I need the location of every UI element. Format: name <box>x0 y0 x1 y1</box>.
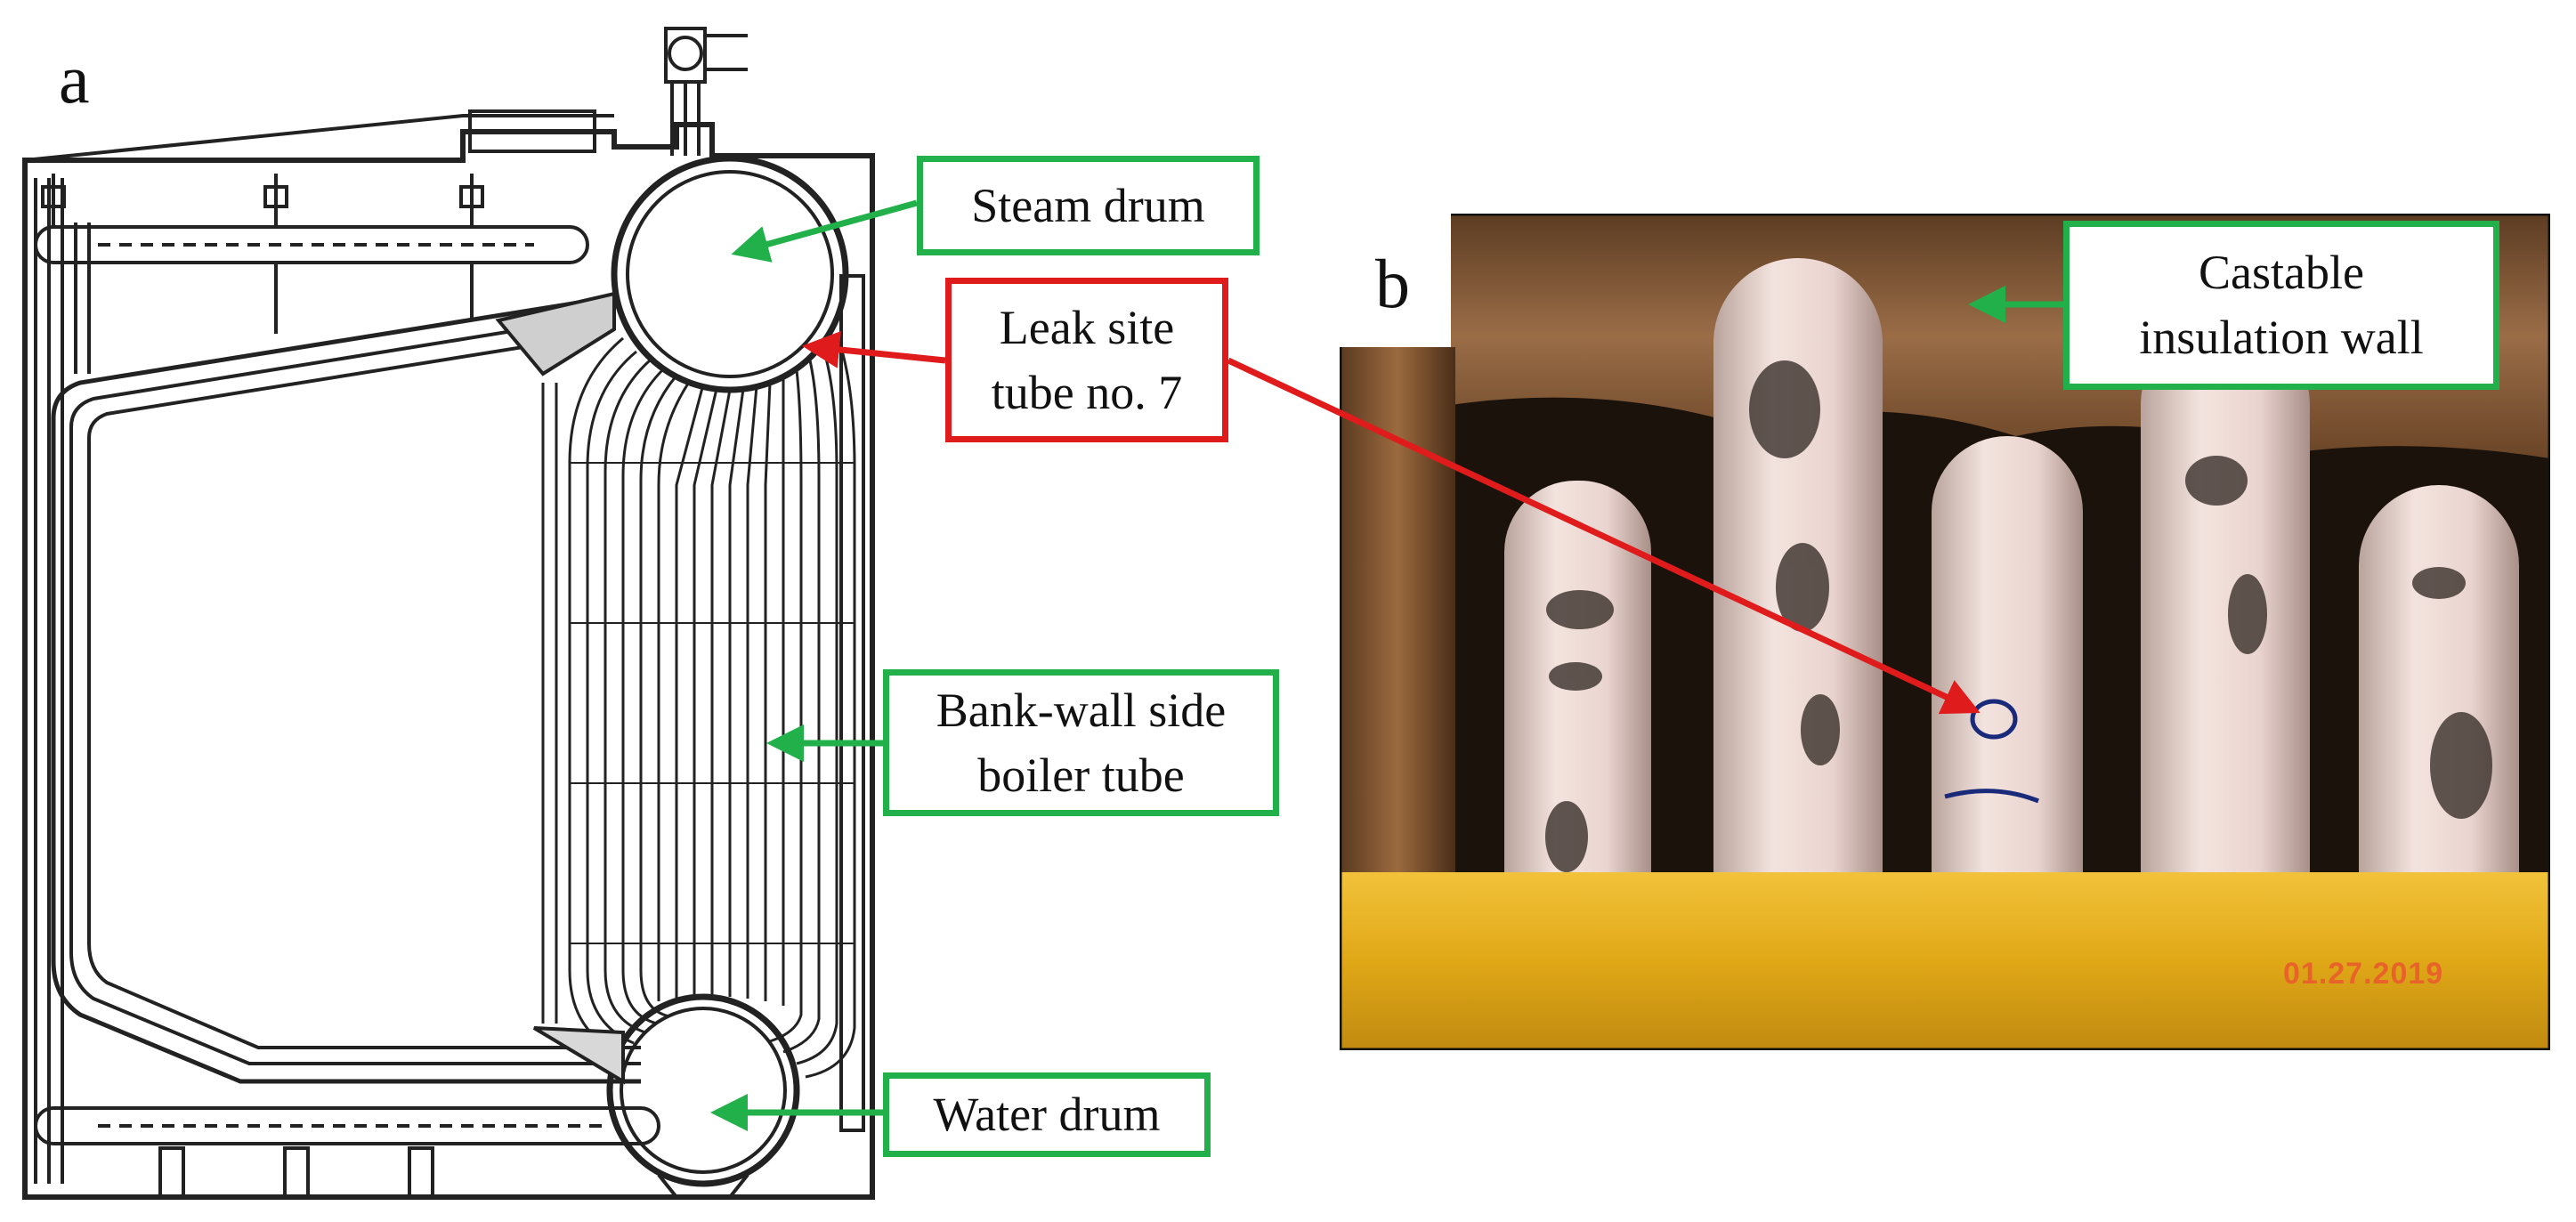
callout-bank-wall-line1: Bank-wall side <box>936 683 1227 737</box>
water-drum <box>606 993 800 1187</box>
leak-mark <box>1970 699 2018 740</box>
callout-bank-wall: Bank-wall side boiler tube <box>883 669 1279 816</box>
panel-label-a: a <box>59 40 90 117</box>
callout-leak-site: Leak site tube no. 7 <box>945 278 1228 442</box>
steam-drum <box>611 155 849 393</box>
callout-castable: Castable insulation wall <box>2063 221 2499 390</box>
callout-leak-site-line1: Leak site <box>999 300 1175 354</box>
callout-leak-site-line2: tube no. 7 <box>991 365 1183 419</box>
callout-water-drum: Water drum <box>883 1072 1211 1157</box>
callout-steam-drum-text: Steam drum <box>971 178 1205 232</box>
callout-castable-line2: insulation wall <box>2139 311 2424 364</box>
boiler-casing <box>22 122 875 1200</box>
callout-bank-wall-line2: boiler tube <box>977 748 1185 802</box>
yellow-rail <box>1340 872 2550 1050</box>
tube-4 <box>2141 320 2310 979</box>
panel-label-b: b <box>1375 245 1410 322</box>
panel-b-label-patch <box>1340 214 1451 347</box>
rusty-pipe <box>1340 347 1455 935</box>
bank-tubes <box>568 333 856 1079</box>
callout-castable-line1: Castable <box>2199 246 2364 300</box>
photo-date-stamp: 01.27.2019 <box>2283 957 2444 991</box>
callout-steam-drum: Steam drum <box>917 156 1260 255</box>
callout-water-drum-text: Water drum <box>933 1088 1161 1142</box>
